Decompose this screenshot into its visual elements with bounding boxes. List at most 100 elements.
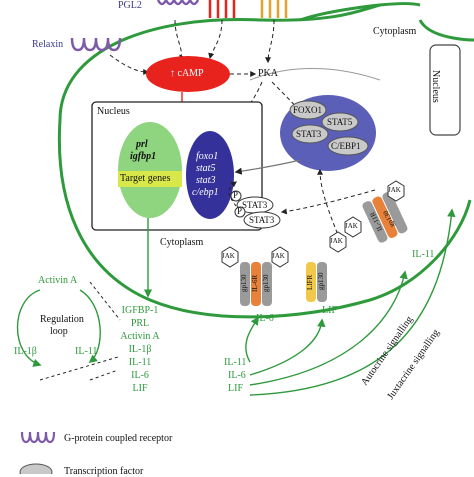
- jak-hex-5: [387, 180, 405, 202]
- gene-stat3: stat3: [196, 175, 216, 186]
- receptor-lifr: LIFR: [306, 274, 314, 290]
- gene-stat5: stat5: [196, 163, 216, 174]
- tf-stat5: [321, 112, 359, 132]
- secreted-item: IGFBP-1: [121, 305, 159, 316]
- target-genes-band: [118, 171, 182, 187]
- arrow-gpcr1-camp: [174, 19, 185, 62]
- jak-1-label: JAK: [222, 252, 235, 260]
- arrow-relaxin-camp: [109, 54, 150, 75]
- nucleus-right-label: Nucleus: [430, 70, 441, 103]
- regulation-loop-line2: loop: [50, 326, 68, 337]
- gene-foxo1: foxo1: [196, 151, 219, 162]
- nucleus-title: Nucleus: [97, 106, 130, 117]
- bottom-ligand-il6: IL-6: [228, 370, 246, 381]
- ligand-il6: IL-6: [256, 313, 274, 324]
- phospho-2: [234, 206, 246, 218]
- gene-igfbp1: igfbp1: [130, 151, 157, 162]
- receptor-gp130-3: gp130: [317, 272, 325, 291]
- pka-label: PKA: [258, 68, 279, 79]
- cytoplasm-top-label: Cytoplasm: [373, 26, 417, 37]
- secreted-list: IGFBP-1 PRL Activin A IL-1β IL-11 IL-6 L…: [110, 304, 170, 395]
- arrow-autocrine-il11: [249, 270, 408, 386]
- tf-stat3: [291, 124, 329, 144]
- ligand-il11: IL-11: [412, 249, 435, 260]
- il6-receptor: [240, 262, 272, 306]
- stat3-a-label: STAT3: [242, 200, 268, 210]
- jak-hex-1: [221, 246, 239, 268]
- relaxin-label: Relaxin: [32, 39, 64, 50]
- dash-il1b: [39, 356, 119, 381]
- arrow-jak-stat3: [280, 189, 376, 215]
- cytoplasm-mid-label: Cytoplasm: [160, 237, 204, 248]
- secreted-item: PRL: [130, 318, 150, 329]
- jak-hex-3: [329, 231, 347, 253]
- regulation-loop-circle: [16, 289, 42, 367]
- phospho-1: [230, 190, 242, 202]
- receptor-il6r: IL-6R: [251, 274, 259, 292]
- jak-5-label: JAK: [388, 186, 401, 194]
- ligand-lif: LIF: [322, 305, 337, 316]
- arrow-stat3-genes: [228, 181, 237, 207]
- jak-hex-4: [344, 216, 362, 238]
- line-feedback-outer: [249, 67, 381, 81]
- il11-receptor: [362, 191, 408, 243]
- arrow-gpcr2-camp: [208, 19, 223, 60]
- lif-receptor: [306, 262, 327, 302]
- tf-foxo1-label: FOXO1: [293, 105, 323, 115]
- legend-tf-label: Transcription factor: [64, 466, 144, 477]
- legend-gpcr-label: G-protein coupled receptor: [64, 433, 173, 444]
- bottom-ligand-lif: LIF: [228, 383, 243, 394]
- arrow-juxtacrine: [249, 208, 456, 396]
- tf-cebp1-label: C/EBP1: [331, 141, 361, 151]
- nucleus-right-box: [429, 44, 461, 136]
- regulation-activin: Activin A: [38, 275, 78, 286]
- phospho-2-label: P: [237, 206, 243, 216]
- arrow-gpcr3-pka: [265, 19, 275, 64]
- cell-membrane: [57, 3, 472, 319]
- neighbor-cell-membrane: [299, 2, 474, 42]
- receptor-gp130-1: gp130: [240, 274, 248, 293]
- secreted-item: Activin A: [120, 331, 160, 342]
- regulation-loop-right: [79, 289, 101, 364]
- secreted-item: IL-1β: [128, 344, 152, 355]
- gene-cebp1: c/ebp1: [192, 187, 219, 198]
- gpcr-receptor-2: [208, 0, 236, 18]
- tf-stat3-label: STAT3: [296, 129, 322, 139]
- jak-hex-2: [271, 246, 289, 268]
- arrow-jak-tf: [317, 168, 341, 241]
- camp-label: ↑ cAMP: [170, 68, 204, 79]
- secreted-item: IL-11: [128, 357, 152, 368]
- jak-4-label: JAK: [345, 222, 358, 230]
- stat3-b: [243, 211, 281, 229]
- dash-il11: [89, 369, 119, 381]
- gpcr-receptor-1: [156, 0, 200, 6]
- gpcr-receptor-3: [260, 0, 288, 18]
- regulation-il1b: IL-1β: [14, 346, 37, 357]
- arrow-tf-genes: [234, 159, 301, 175]
- pgl2-label: PGL2: [118, 0, 142, 11]
- gene-prl: prl: [136, 139, 148, 150]
- gene-blob-green: [118, 122, 182, 218]
- camp-oval: [146, 56, 230, 92]
- gpcr-receptor-relaxin: [70, 37, 122, 52]
- tf-cebp1: [327, 136, 369, 156]
- phospho-1-label: P: [233, 190, 239, 200]
- stat3-b-label: STAT3: [249, 215, 275, 225]
- secreted-item: IL-6: [131, 370, 149, 381]
- receptor-gp130-2: gp130: [262, 274, 270, 293]
- jak-2-label: JAK: [272, 252, 285, 260]
- tf-stat5-label: STAT5: [327, 117, 353, 127]
- arrow-autocrine-il6: [245, 316, 259, 363]
- secreted-item: LIF: [132, 383, 148, 394]
- target-genes-label: Target genes: [120, 173, 171, 184]
- arrow-autocrine-lif: [249, 318, 326, 376]
- dash-activin: [89, 281, 121, 321]
- regulation-loop-line1: Regulation: [40, 314, 84, 325]
- legend-gpcr-icon: [20, 431, 56, 444]
- regulation-il11: IL-11: [75, 346, 98, 357]
- tf-foxo1: [289, 100, 327, 120]
- bottom-ligand-il11: IL-11: [224, 357, 247, 368]
- jak-3-label: JAK: [330, 237, 343, 245]
- legend-tf-icon: [19, 463, 53, 474]
